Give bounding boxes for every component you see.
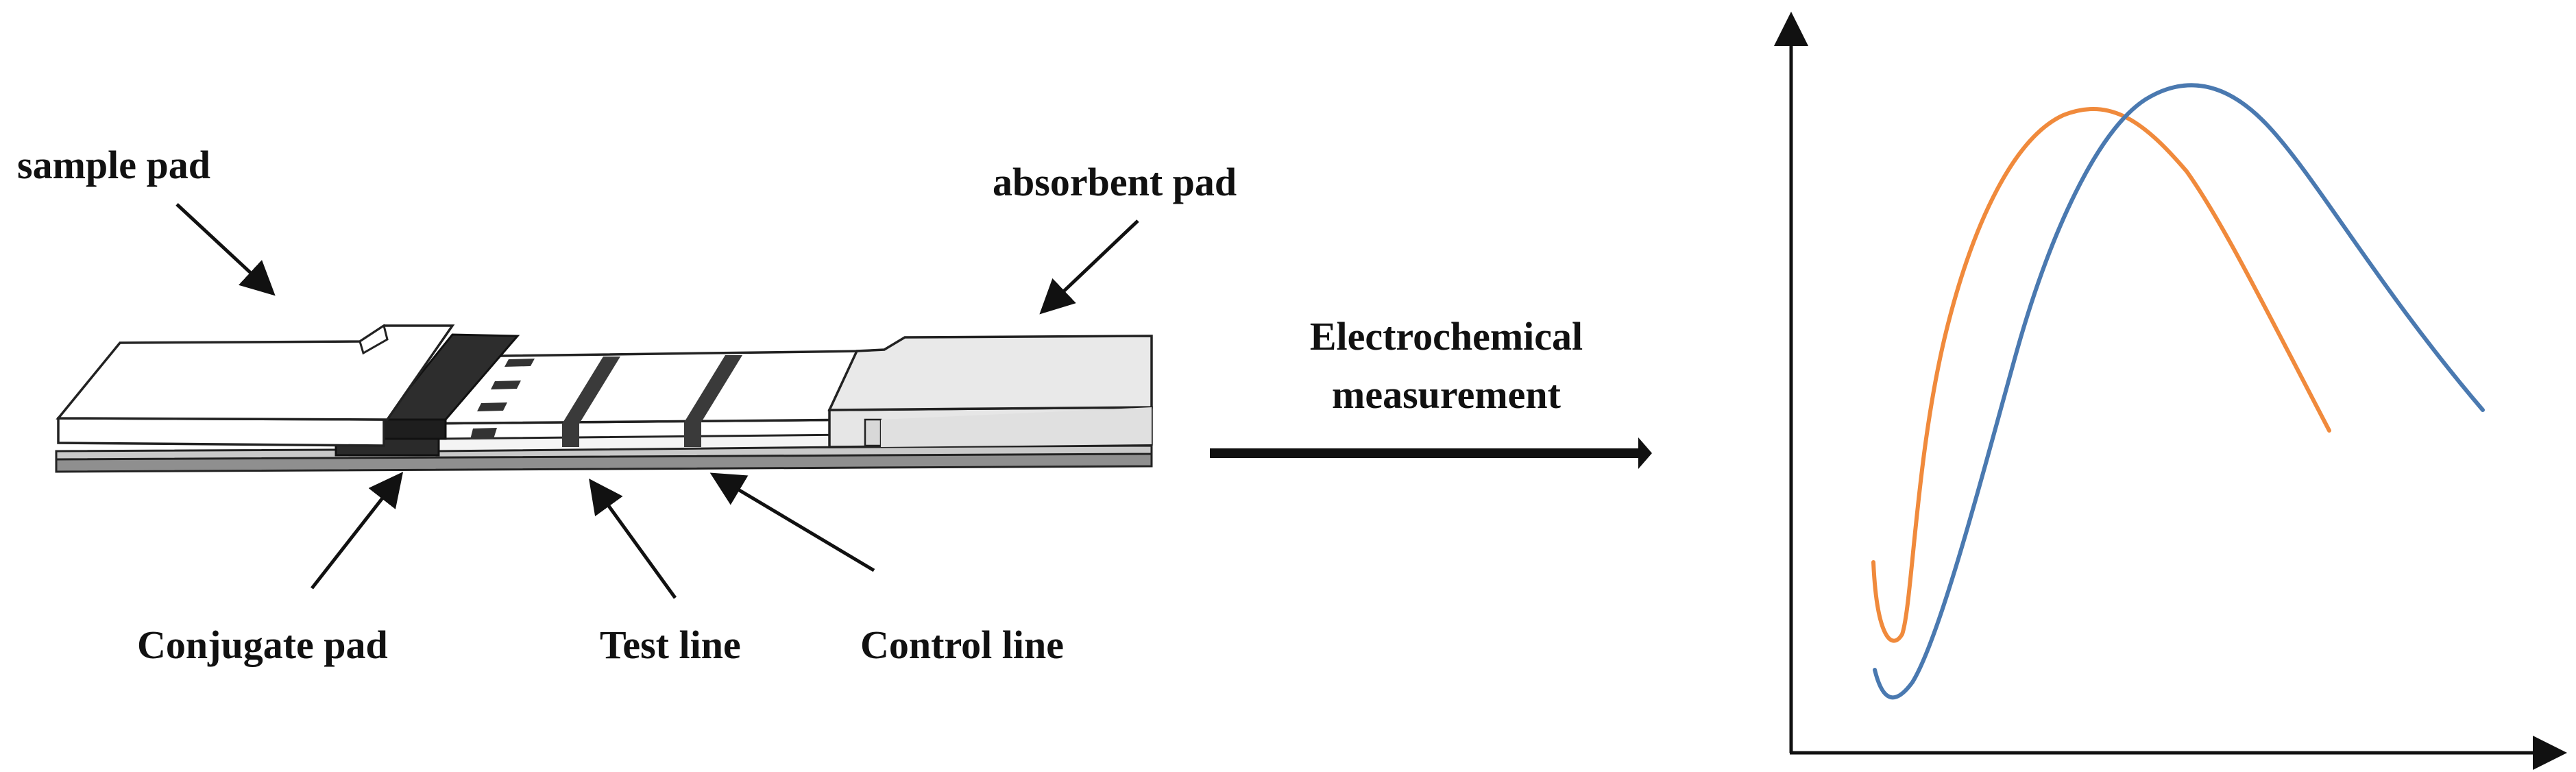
control-line-band: [684, 355, 742, 447]
control-line-arrow: [709, 472, 875, 572]
conjugate-pad-label: Conjugate pad: [137, 623, 388, 667]
blue-curve: [1873, 83, 2485, 700]
orange-curve: [1871, 107, 2331, 643]
sample-pad-arrow: [175, 203, 276, 296]
conjugate-release-marks: [470, 359, 535, 439]
test-strip: [55, 324, 1153, 473]
sample-pad-label: sample pad: [17, 143, 210, 187]
measurement-label-line1: Electrochemical: [1310, 314, 1583, 359]
test-line-arrow: [589, 478, 677, 599]
measurement-label-line2: measurement: [1332, 372, 1562, 417]
backing-card: [55, 444, 1153, 473]
test-line-band: [562, 357, 620, 447]
conjugate-pad-arrow: [311, 472, 404, 590]
control-line-label: Control line: [860, 623, 1064, 667]
absorbent-pad: [827, 335, 1153, 448]
absorbent-pad-arrow: [1039, 219, 1139, 315]
sample-pad: [56, 324, 455, 447]
plot-axes: [1774, 12, 2567, 770]
absorbent-pad-label: absorbent pad: [993, 160, 1237, 204]
measurement-arrow: [1210, 437, 1652, 469]
test-line-label: Test line: [600, 623, 741, 667]
